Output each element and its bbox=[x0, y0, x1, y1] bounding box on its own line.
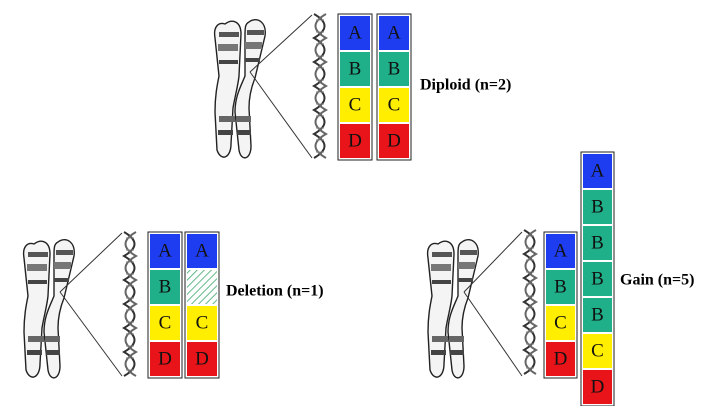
column-border bbox=[337, 13, 373, 161]
segment-d: D bbox=[185, 340, 219, 378]
segment-label: B bbox=[591, 268, 604, 289]
zoom-line-top bbox=[463, 231, 523, 293]
segment-d: D bbox=[581, 368, 614, 406]
segment-d: D bbox=[148, 340, 182, 378]
segment-label: C bbox=[554, 312, 567, 333]
segment-d: D bbox=[377, 122, 411, 160]
dna-helix-icon bbox=[523, 229, 537, 375]
dna-helix-icon bbox=[123, 231, 137, 377]
zoom-line-top bbox=[59, 232, 123, 293]
segment-label: A bbox=[591, 160, 605, 181]
segment-a: A bbox=[338, 14, 372, 52]
segment-label: C bbox=[591, 340, 604, 361]
segment-b: B bbox=[338, 50, 372, 88]
zoom-line-bottom bbox=[59, 291, 123, 377]
segment-a: A bbox=[148, 232, 182, 270]
segment-label: D bbox=[195, 348, 209, 369]
segment-c: C bbox=[148, 304, 182, 342]
segment-b: B bbox=[148, 268, 182, 306]
segment-label: D bbox=[387, 130, 401, 151]
segment-d: D bbox=[338, 122, 372, 160]
segment-label: C bbox=[349, 94, 362, 115]
segment-a: A bbox=[581, 152, 614, 190]
segment-b: B bbox=[581, 188, 614, 226]
zoom-line-bottom bbox=[249, 71, 313, 159]
segment-label: B bbox=[349, 58, 362, 79]
caption-diploid: Diploid (n=2) bbox=[420, 77, 511, 94]
column-border bbox=[580, 151, 615, 406]
segment-c: C bbox=[581, 332, 614, 370]
segment-d: D bbox=[544, 340, 577, 378]
column-border bbox=[147, 231, 183, 379]
zoom-line-bottom bbox=[463, 291, 523, 377]
segment-a: A bbox=[377, 14, 411, 52]
segment-label: D bbox=[158, 348, 172, 369]
segment-deleted bbox=[185, 268, 219, 306]
segment-label: C bbox=[159, 312, 172, 333]
segment-label: D bbox=[591, 376, 605, 397]
segment-label: B bbox=[388, 58, 401, 79]
segment-label: B bbox=[591, 196, 604, 217]
chromosome-icon bbox=[426, 238, 479, 379]
column-border bbox=[376, 13, 412, 161]
column-border bbox=[184, 231, 220, 379]
segment-label: B bbox=[159, 276, 172, 297]
segment-b: B bbox=[581, 260, 614, 298]
segment-label: A bbox=[195, 240, 209, 261]
segment-label: C bbox=[388, 94, 401, 115]
segment-c: C bbox=[338, 86, 372, 124]
segment-b: B bbox=[377, 50, 411, 88]
segment-label: D bbox=[348, 130, 362, 151]
segment-c: C bbox=[377, 86, 411, 124]
dna-helix-icon bbox=[313, 13, 327, 159]
chromosome-icon bbox=[22, 238, 75, 379]
chromosome-icon bbox=[213, 18, 266, 159]
segment-label: A bbox=[554, 240, 568, 261]
segment-c: C bbox=[544, 304, 577, 342]
caption-deletion: Deletion (n=1) bbox=[226, 283, 324, 300]
segment-a: A bbox=[185, 232, 219, 270]
segment-label: B bbox=[591, 232, 604, 253]
segment-b: B bbox=[581, 224, 614, 262]
segment-b: B bbox=[544, 268, 577, 306]
segment-label: B bbox=[591, 304, 604, 325]
segment-a: A bbox=[544, 232, 577, 270]
caption-gain: Gain (n=5) bbox=[620, 272, 694, 289]
segment-label: B bbox=[554, 276, 567, 297]
segment-label: C bbox=[196, 312, 209, 333]
segment-b: B bbox=[581, 296, 614, 334]
segment-label: D bbox=[554, 348, 568, 369]
zoom-line-top bbox=[249, 14, 313, 73]
column-border bbox=[543, 231, 578, 379]
segment-label: A bbox=[387, 22, 401, 43]
segment-label: A bbox=[158, 240, 172, 261]
segment-c: C bbox=[185, 304, 219, 342]
segment-label: A bbox=[348, 22, 362, 43]
